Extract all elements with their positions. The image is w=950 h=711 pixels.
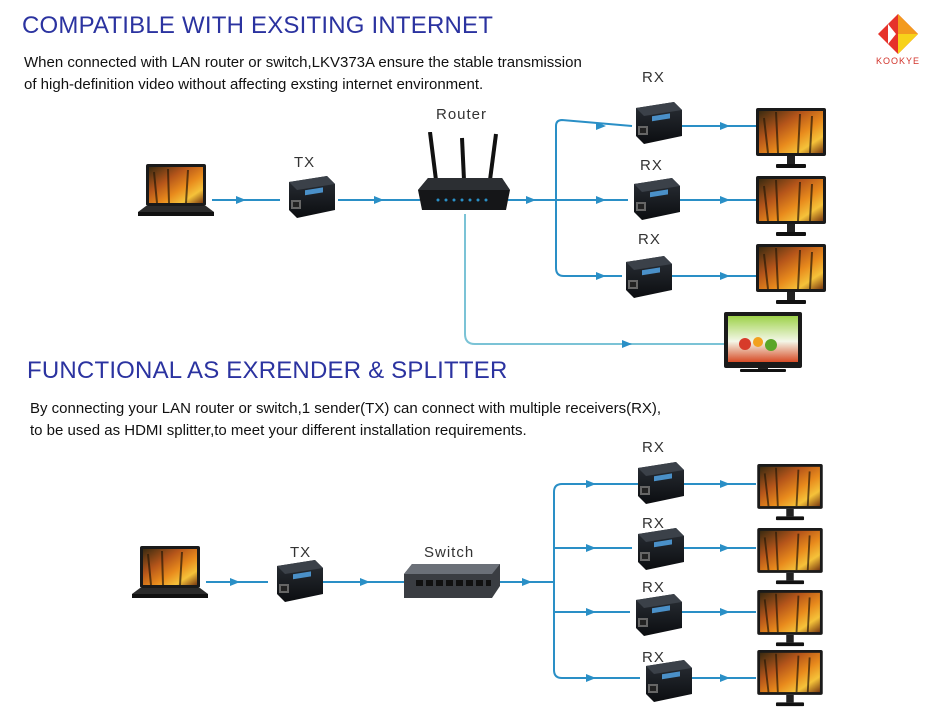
rx-receiver-icon bbox=[634, 178, 680, 220]
tx-sender-icon bbox=[277, 560, 323, 602]
router-label: Router bbox=[436, 106, 487, 123]
display-monitor-icon bbox=[756, 590, 824, 648]
tx-label: TX bbox=[290, 544, 311, 561]
display-monitor-icon bbox=[756, 244, 826, 305]
brand-name: KOOKYE bbox=[876, 56, 920, 66]
display-monitor-icon bbox=[756, 108, 826, 169]
switch-label: Switch bbox=[424, 544, 474, 561]
section1-description: When connected with LAN router or switch… bbox=[24, 52, 582, 96]
section1-desc-line2: of high-definition video without affecti… bbox=[24, 76, 484, 93]
rx-label: RX bbox=[642, 579, 665, 596]
display-monitor-icon bbox=[756, 176, 826, 237]
router-icon bbox=[418, 132, 510, 212]
section1-heading: COMPATIBLE WITH EXSITING INTERNET bbox=[22, 12, 494, 39]
section1-desc-line1: When connected with LAN router or switch… bbox=[24, 54, 582, 71]
rx-label: RX bbox=[642, 515, 665, 532]
rx-receiver-icon bbox=[638, 528, 684, 570]
section2-description: By connecting your LAN router or switch,… bbox=[30, 398, 661, 442]
laptop-source-icon bbox=[132, 546, 208, 599]
display-monitor-icon bbox=[756, 650, 824, 708]
rx-label: RX bbox=[640, 157, 663, 174]
rx-receiver-icon bbox=[626, 256, 672, 298]
rx-label: RX bbox=[642, 439, 665, 456]
rx-label: RX bbox=[638, 231, 661, 248]
rx-receiver-icon bbox=[636, 594, 682, 636]
section1-connectors bbox=[212, 118, 756, 277]
smart-tv-icon bbox=[724, 312, 802, 372]
rx-label: RX bbox=[642, 649, 665, 666]
section2-desc-line2: to be used as HDMI splitter,to meet your… bbox=[30, 422, 527, 439]
laptop-source-icon bbox=[138, 164, 214, 217]
display-monitor-icon bbox=[756, 464, 824, 522]
rx-receiver-icon bbox=[646, 660, 692, 702]
network-switch-icon bbox=[404, 564, 500, 598]
tx-sender-icon bbox=[289, 176, 335, 218]
rx-receiver-icon bbox=[636, 102, 682, 144]
tx-label: TX bbox=[294, 154, 315, 171]
rx-label: RX bbox=[642, 69, 665, 86]
rx-receiver-icon bbox=[638, 462, 684, 504]
section1-diagram: TX Router RX RX RX bbox=[138, 69, 826, 372]
section2-diagram: TX Switch RX RX RX RX bbox=[132, 439, 824, 708]
display-monitor-icon bbox=[756, 528, 824, 586]
brand-logo: KOOKYE bbox=[876, 14, 920, 66]
lan-connector bbox=[464, 214, 724, 345]
section2-desc-line1: By connecting your LAN router or switch,… bbox=[30, 400, 662, 417]
section2-heading: FUNCTIONAL AS EXRENDER & SPLITTER bbox=[27, 357, 508, 384]
